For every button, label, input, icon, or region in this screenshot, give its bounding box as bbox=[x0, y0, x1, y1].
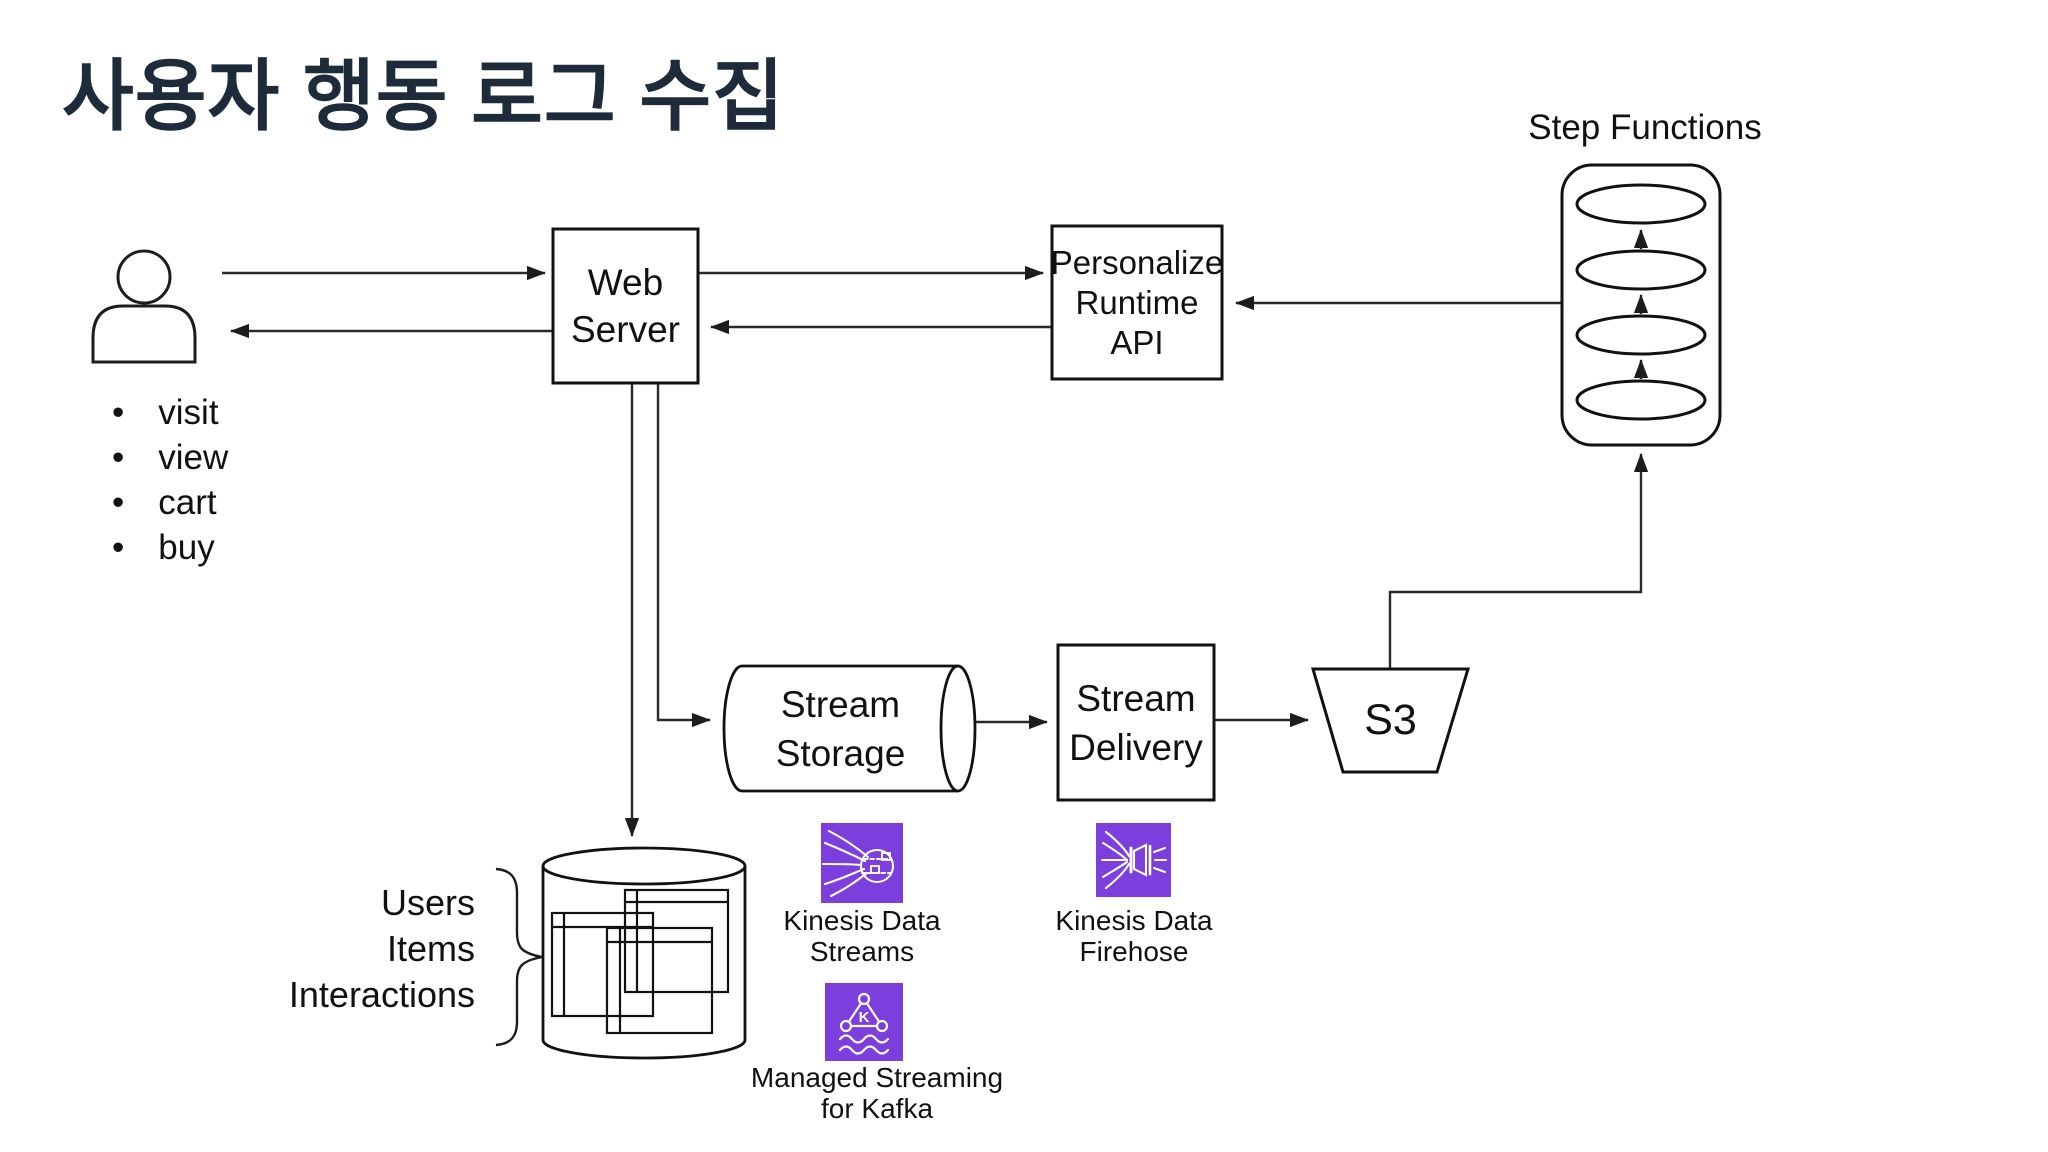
managed-streaming-kafka-icon: K bbox=[825, 983, 903, 1061]
arrow-webserver-to-streamstorage bbox=[656, 383, 711, 728]
step-functions-workflow bbox=[1560, 163, 1722, 447]
user-action-item: visit bbox=[112, 390, 228, 435]
stepfn-state-3 bbox=[1575, 314, 1707, 356]
msk-k-glyph: K bbox=[859, 1009, 870, 1026]
kinesis-data-streams-caption: Kinesis Data Streams bbox=[783, 905, 941, 967]
dataset-database-cylinder bbox=[541, 846, 747, 1060]
dataset-tables bbox=[550, 888, 730, 1035]
personalize-runtime-api-box bbox=[1050, 224, 1224, 381]
stream-storage-label: Stream Storage bbox=[775, 683, 906, 774]
dataset-brace bbox=[495, 867, 543, 1047]
s3-bucket-shape bbox=[1311, 667, 1471, 774]
stepfn-state-2 bbox=[1575, 249, 1707, 291]
user-person-icon bbox=[91, 249, 197, 364]
managed-streaming-kafka-caption: Managed Streaming for Kafka bbox=[750, 1062, 1004, 1124]
arrow-s3-to-stepfunctions bbox=[1388, 453, 1649, 669]
user-action-item: view bbox=[112, 435, 228, 480]
step-functions-label: Step Functions bbox=[1528, 108, 1762, 147]
s3-label: S3 bbox=[1364, 696, 1417, 744]
personalize-runtime-api-label: Personalize Runtime API bbox=[1050, 243, 1224, 361]
kinesis-data-streams-icon bbox=[821, 823, 903, 903]
stream-delivery-label: Stream Delivery bbox=[1069, 677, 1203, 768]
web-server-box bbox=[551, 227, 700, 385]
dataset-labels: Users Items Interactions bbox=[220, 880, 475, 1018]
kinesis-data-firehose-icon bbox=[1096, 823, 1171, 897]
dataset-label-interactions: Interactions bbox=[288, 974, 475, 1015]
user-action-list: visit view cart buy bbox=[112, 390, 228, 570]
page-title: 사용자 행동 로그 수집 bbox=[62, 52, 785, 140]
user-action-item: cart bbox=[112, 480, 228, 525]
stream-delivery-box bbox=[1056, 643, 1216, 802]
kinesis-data-firehose-caption: Kinesis Data Firehose bbox=[1055, 905, 1213, 967]
user-action-item: buy bbox=[112, 525, 228, 570]
stepfn-state-4 bbox=[1575, 379, 1707, 421]
stepfn-state-1 bbox=[1575, 183, 1707, 225]
dataset-label-items: Items bbox=[386, 928, 475, 969]
web-server-label: Web Server bbox=[571, 262, 680, 350]
stream-storage-cylinder bbox=[722, 664, 977, 793]
dataset-label-users: Users bbox=[380, 882, 475, 923]
